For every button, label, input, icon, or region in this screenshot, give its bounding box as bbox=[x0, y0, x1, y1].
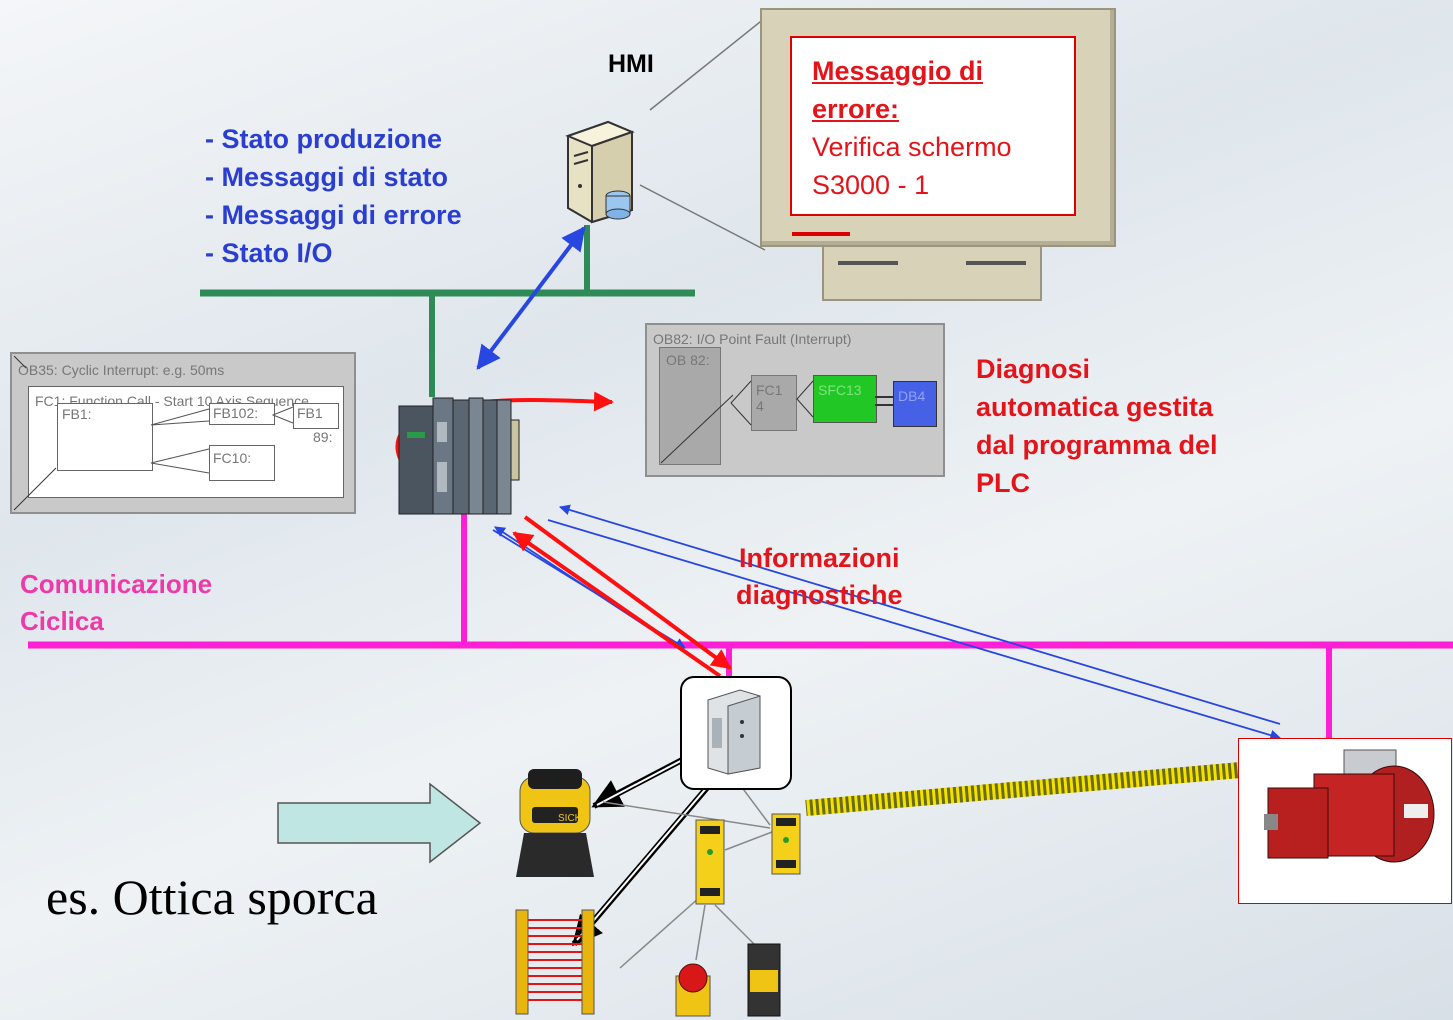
db4-block: DB4 bbox=[893, 381, 937, 427]
hmi-info-item: - Stato I/O bbox=[205, 238, 333, 268]
fb189-box: FB1 bbox=[293, 403, 339, 429]
ob35-header: OB35: Cyclic Interrupt: e.g. 50ms bbox=[18, 362, 225, 378]
fb189-label: FB1 bbox=[297, 405, 323, 421]
fc1-box: FC1: Function Call - Start 10 Axis Seque… bbox=[28, 386, 344, 498]
monitor-stand bbox=[822, 245, 1042, 301]
hmi-label: HMI bbox=[608, 50, 654, 78]
comunicazione-text: Comunicazione Ciclica bbox=[20, 566, 212, 640]
zoom-line bbox=[639, 184, 766, 251]
plc-rack bbox=[398, 397, 520, 515]
monitor-title: Messaggio di bbox=[812, 56, 984, 86]
diag-arrow-blue bbox=[558, 504, 1281, 725]
fb189-label-2: 89: bbox=[313, 429, 333, 445]
ob82-block: OB 82: bbox=[659, 347, 721, 465]
diagnosi-line: dal programma del bbox=[976, 430, 1218, 460]
link-gray bbox=[695, 904, 706, 961]
monitor-led bbox=[792, 232, 850, 236]
comunicazione-line: Ciclica bbox=[20, 606, 104, 636]
diagnosi-text: Diagnosi automatica gestita dal programm… bbox=[976, 350, 1218, 502]
diag-arrow-blue bbox=[547, 519, 1282, 741]
example-text: es. Ottica sporca bbox=[46, 869, 378, 925]
laser-scanner-icon: SICK bbox=[516, 769, 594, 877]
hmi-server-icon bbox=[565, 120, 635, 224]
fb102-box: FB102: bbox=[209, 403, 275, 425]
sfc13-label: SFC13 bbox=[818, 382, 862, 398]
ob35-box: OB35: Cyclic Interrupt: e.g. 50ms FC1: F… bbox=[10, 352, 356, 514]
fc14-block: FC1 4 bbox=[751, 375, 797, 431]
fc14-label-2: 4 bbox=[756, 398, 764, 414]
ob82-box: OB82: I/O Point Fault (Interrupt) OB 82:… bbox=[645, 323, 945, 477]
fc10-label: FC10: bbox=[213, 450, 252, 466]
hmi-info-item: - Messaggi di stato bbox=[205, 162, 449, 192]
light-curtain-icon bbox=[515, 909, 595, 1015]
safety-relay-icon bbox=[771, 813, 801, 875]
monitor-title: errore: bbox=[812, 94, 900, 124]
monitor-line: S3000 - 1 bbox=[812, 170, 930, 200]
zoom-line bbox=[649, 17, 766, 111]
monitor-screen: Messaggio di errore: Verifica schermo S3… bbox=[790, 36, 1076, 216]
fb1-box: FB1: bbox=[57, 403, 153, 471]
monitor: Messaggio di errore: Verifica schermo S3… bbox=[760, 8, 1116, 247]
safety-relay-icon bbox=[695, 819, 725, 905]
diagnosi-line: automatica gestita bbox=[976, 392, 1214, 422]
diagnosi-line: Diagnosi bbox=[976, 354, 1091, 384]
sfc13-block: SFC13 bbox=[813, 375, 877, 423]
plc-gateway-arrow-red bbox=[523, 515, 732, 670]
ob35-corner-lines bbox=[13, 355, 57, 511]
diagnosi-line: PLC bbox=[976, 468, 1030, 498]
big-arrow bbox=[277, 782, 482, 864]
ob35-connectors bbox=[150, 406, 294, 474]
link-gray bbox=[724, 831, 773, 851]
fc10-box: FC10: bbox=[209, 445, 275, 481]
link-gray bbox=[714, 904, 761, 951]
striped-cable bbox=[805, 761, 1246, 816]
info-diag-text: Informazioni diagnostiche bbox=[736, 539, 903, 613]
monitor-message: Messaggio di errore: Verifica schermo S3… bbox=[792, 38, 1074, 204]
ob82-connectors bbox=[660, 380, 893, 464]
interlock-switch-icon bbox=[747, 943, 781, 1017]
ob82-header: OB82: I/O Point Fault (Interrupt) bbox=[653, 331, 852, 347]
emergency-stop-icon bbox=[675, 963, 711, 1017]
fb1-label: FB1: bbox=[62, 406, 92, 422]
hmi-info-item: - Messaggi di errore bbox=[205, 200, 462, 230]
comunicazione-line: Comunicazione bbox=[20, 569, 213, 599]
info-diag-line: Informazioni bbox=[739, 543, 900, 573]
link-gray bbox=[602, 801, 771, 829]
link-gray bbox=[619, 896, 701, 969]
hmi-plc-arrow bbox=[476, 226, 586, 370]
db4-label: DB4 bbox=[898, 388, 926, 404]
gateway-plc-arrow-red bbox=[512, 531, 722, 678]
motor-icon bbox=[1264, 749, 1435, 863]
info-diag-line: diagnostiche bbox=[736, 580, 903, 610]
monitor-line: Verifica schermo bbox=[812, 132, 1012, 162]
hmi-info-list: - Stato produzione - Messaggi di stato -… bbox=[205, 120, 462, 272]
hmi-info-item: - Stato produzione bbox=[205, 124, 442, 154]
gateway-device bbox=[707, 689, 761, 775]
fb102-label: FB102: bbox=[213, 405, 259, 421]
fc14-label: FC1 bbox=[756, 382, 783, 398]
svg-text:SICK: SICK bbox=[558, 813, 582, 824]
ob82-label: OB 82: bbox=[666, 352, 710, 368]
